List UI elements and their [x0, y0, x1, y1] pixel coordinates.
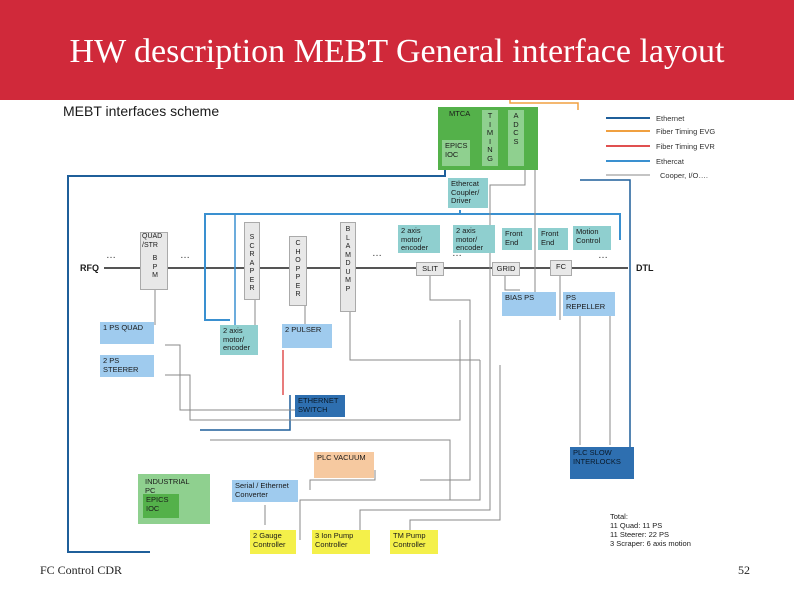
- slide-title: HW description MEBT General interface la…: [69, 33, 725, 70]
- ellipsis-1: …: [106, 250, 117, 261]
- scraper-label: S C R A P E R: [249, 234, 255, 292]
- gauge-controller-box: 2 Gauge Controller: [250, 530, 296, 554]
- front-end-box-2: Front End: [538, 228, 568, 250]
- pulser-box: 2 PULSER: [282, 324, 332, 348]
- ps-quad-box: 1 PS QUAD: [100, 322, 154, 344]
- motion-control-box: Motion Control: [573, 226, 611, 250]
- ethernet-switch-box: ETHERNET SWITCH: [295, 395, 345, 417]
- encoder-box-scraper: 2 axis motor/ encoder: [220, 325, 258, 355]
- encoder-box-grid: 2 axis motor/ encoder: [453, 225, 495, 253]
- ps-repeller-box: PS REPELLER: [563, 292, 615, 316]
- blam-dump-box: [340, 222, 356, 312]
- encoder-box-slit: 2 axis motor/ encoder: [398, 225, 440, 253]
- legend-ethernet: Ethernet: [656, 114, 685, 123]
- totals-block: Total: 11 Quad: 11 PS 11 Steerer: 22 PS …: [610, 512, 691, 548]
- footer-left: FC Control CDR: [40, 563, 123, 577]
- industrial-epics-box: EPICS IOC: [143, 494, 179, 518]
- tm-pump-controller-box: TM Pump Controller: [390, 530, 438, 554]
- scheme-title: MEBT interfaces scheme: [63, 103, 220, 119]
- plc-slow-interlocks-box: PLC SLOW INTERLOCKS: [570, 447, 634, 479]
- grid-box: GRID: [492, 262, 520, 276]
- quad-str-label: QUAD /STR: [142, 233, 163, 249]
- totals-line-2: 11 Quad: 11 PS: [610, 521, 663, 530]
- plc-vacuum-box: PLC VACUUM: [314, 452, 374, 478]
- bpm-label: B P M: [152, 255, 158, 279]
- slide-header: HW description MEBT General interface la…: [0, 0, 794, 100]
- page-number: 52: [738, 563, 750, 577]
- bias-ps-box: BIAS PS: [502, 292, 556, 316]
- totals-line-3: 11 Steerer: 22 PS: [610, 530, 670, 539]
- ethernet-wire-right: [580, 179, 631, 448]
- ethercat-coupler-box: Ethercat Coupler/ Driver: [448, 178, 488, 208]
- timing-evg-wire: [509, 100, 579, 110]
- ion-pump-controller-box: 3 Ion Pump Controller: [312, 530, 370, 554]
- ethercat-wire-2: [460, 213, 621, 240]
- quad-str-box: [140, 232, 168, 290]
- dtl-label: DTL: [636, 263, 654, 273]
- serial-converter-box: Serial / Ethernet Converter: [232, 480, 298, 502]
- chopper-box: [289, 236, 307, 306]
- blam-dump-label: B L A M D U M P: [345, 226, 351, 293]
- ethernet-wire-switch: [200, 395, 291, 431]
- ellipsis-5: …: [598, 250, 609, 261]
- legend-cooper: Cooper, I/O….: [660, 171, 708, 180]
- ellipsis-4: …: [452, 248, 463, 259]
- totals-line-4: 3 Scraper: 6 axis motion: [610, 539, 691, 548]
- totals-line-1: Total:: [610, 512, 628, 521]
- ethercat-wire-1: [204, 210, 461, 321]
- mtca-label: MTCA: [449, 109, 471, 118]
- front-end-box-1: Front End: [502, 228, 532, 250]
- rfq-label: RFQ: [80, 263, 99, 273]
- cooper-wires: [154, 170, 611, 540]
- epics-ioc-box: EPICS IOC: [442, 140, 470, 166]
- ellipsis-3: …: [372, 248, 383, 259]
- legend-fiber-evg: Fiber Timing EVG: [656, 127, 716, 136]
- industrial-pc-label: INDUSTRIAL PC: [145, 477, 190, 495]
- ps-steerer-box: 2 PS STEERER: [100, 355, 154, 377]
- legend-lines: [606, 117, 650, 176]
- adcs-box: A D C S: [508, 110, 524, 166]
- slit-box: SLIT: [416, 262, 444, 276]
- chopper-label: C H O P P E R: [295, 240, 301, 298]
- ellipsis-2: …: [180, 250, 191, 261]
- legend-ethercat: Ethercat: [656, 157, 684, 166]
- timing-box: T I M I N G: [482, 110, 498, 166]
- ethernet-wire-main: [67, 170, 446, 553]
- legend-fiber-evr: Fiber Timing EVR: [656, 142, 715, 151]
- scraper-box: [244, 222, 260, 300]
- fc-box: FC: [550, 260, 572, 276]
